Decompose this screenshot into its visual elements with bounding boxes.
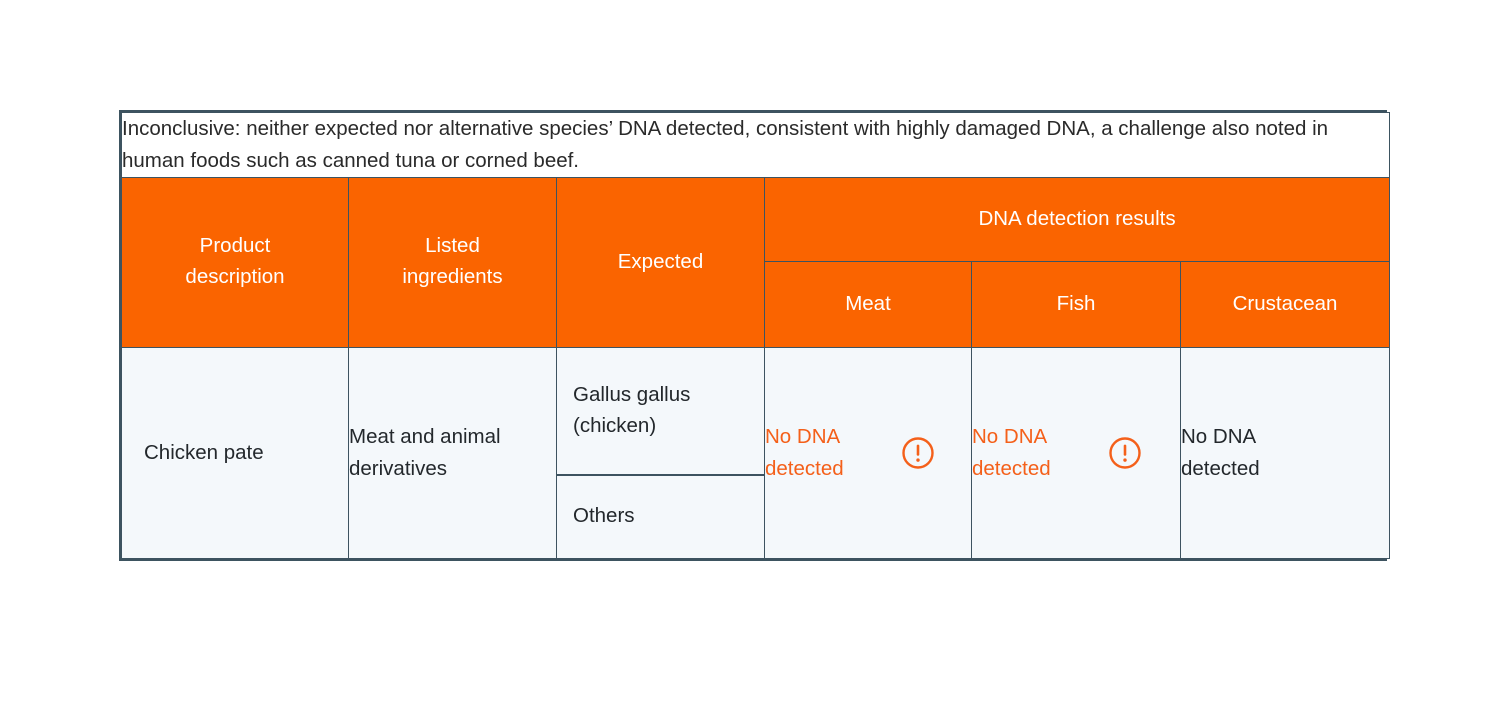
table-note-row: Inconclusive: neither expected nor alter… (120, 112, 1391, 178)
fish-result-content: No DNA detected (972, 421, 1180, 485)
fish-result-text: No DNA detected (972, 424, 1051, 480)
meat-result-text: No DNA detected (765, 424, 844, 480)
table-header-row-primary: Product description Listed ingredients E… (121, 176, 1391, 348)
table-header-row-secondary: Meat Fish Crustacean (122, 260, 1391, 348)
column-header-fish: Fish (971, 260, 1181, 348)
table-row: Chicken pate Meat and animal derivatives… (121, 346, 1391, 559)
cell-meat-result: No DNA detected (764, 346, 972, 559)
inconclusive-note: Inconclusive: neither expected nor alter… (120, 112, 1391, 178)
column-header-expected: Expected (556, 176, 765, 348)
dna-results-table-container: Inconclusive: neither expected nor alter… (119, 110, 1391, 561)
column-header-meat: Meat (764, 260, 972, 348)
meat-result-content: No DNA detected (765, 421, 971, 485)
crustacean-result-content: No DNA detected (1181, 421, 1389, 485)
cell-crustacean-result: No DNA detected (1179, 346, 1391, 559)
warning-icon (901, 436, 935, 470)
cell-product-description: Chicken pate (121, 346, 349, 559)
crustacean-result-text: No DNA detected (1181, 424, 1260, 480)
cell-listed-ingredients: Meat and animal derivatives (348, 346, 557, 559)
expected-split: Gallus gallus (chicken) Others (557, 348, 764, 558)
dna-results-table: Inconclusive: neither expected nor alter… (120, 112, 1391, 559)
column-header-product-description: Product description (121, 176, 349, 348)
expected-primary-species: Gallus gallus (chicken) (557, 348, 764, 476)
column-header-crustacean: Crustacean (1179, 260, 1391, 348)
warning-icon (1108, 436, 1142, 470)
column-header-listed-ingredients: Listed ingredients (348, 176, 557, 348)
cell-expected: Gallus gallus (chicken) Others (556, 346, 765, 559)
cell-fish-result: No DNA detected (971, 346, 1181, 559)
column-header-group-dna-detection-results: DNA detection results (763, 176, 1391, 262)
expected-secondary-species: Others (573, 504, 635, 528)
